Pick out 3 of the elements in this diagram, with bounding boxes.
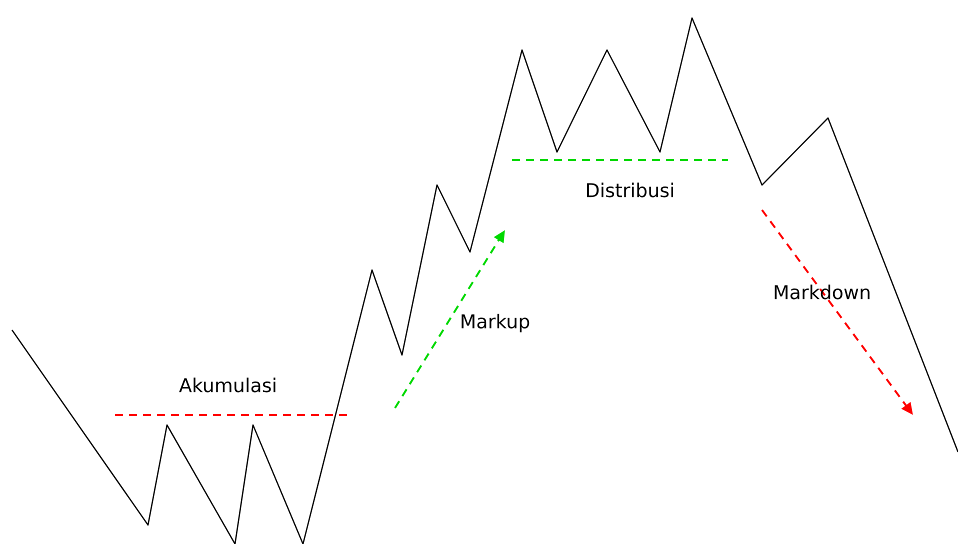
phase-label: Distribusi xyxy=(587,182,674,198)
phase-label: Markup xyxy=(462,314,530,332)
phase-label: Akumulasi xyxy=(179,378,276,392)
